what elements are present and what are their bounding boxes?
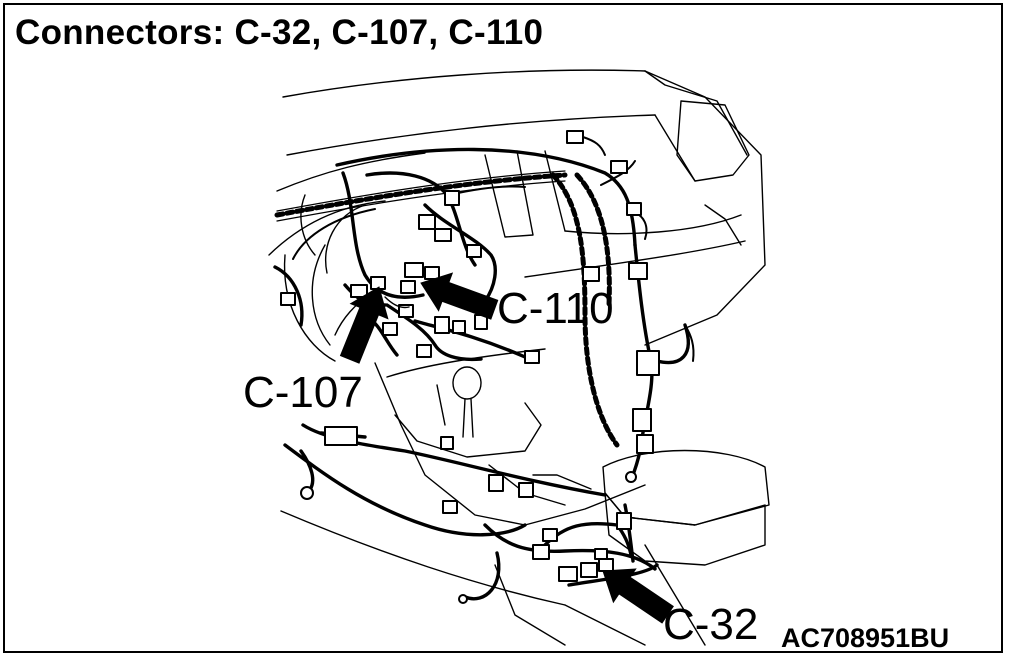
arrow-c110 — [420, 272, 499, 320]
arrow-c32 — [602, 568, 674, 624]
connector-label-c32: C-32 — [663, 600, 759, 649]
connector-label-c107: C-107 — [243, 368, 363, 417]
arrow-c107 — [339, 286, 389, 364]
figure-frame: Connectors: C-32, C-107, C-110 — [3, 3, 1003, 653]
connector-blocks — [280, 130, 660, 582]
figure-title: Connectors: C-32, C-107, C-110 — [15, 13, 544, 52]
figure-id: AC708951BU — [781, 623, 950, 653]
connector-label-c110: C-110 — [497, 284, 614, 333]
dashboard-wiring-illustration — [268, 69, 770, 646]
dashed-ducts — [274, 172, 620, 448]
